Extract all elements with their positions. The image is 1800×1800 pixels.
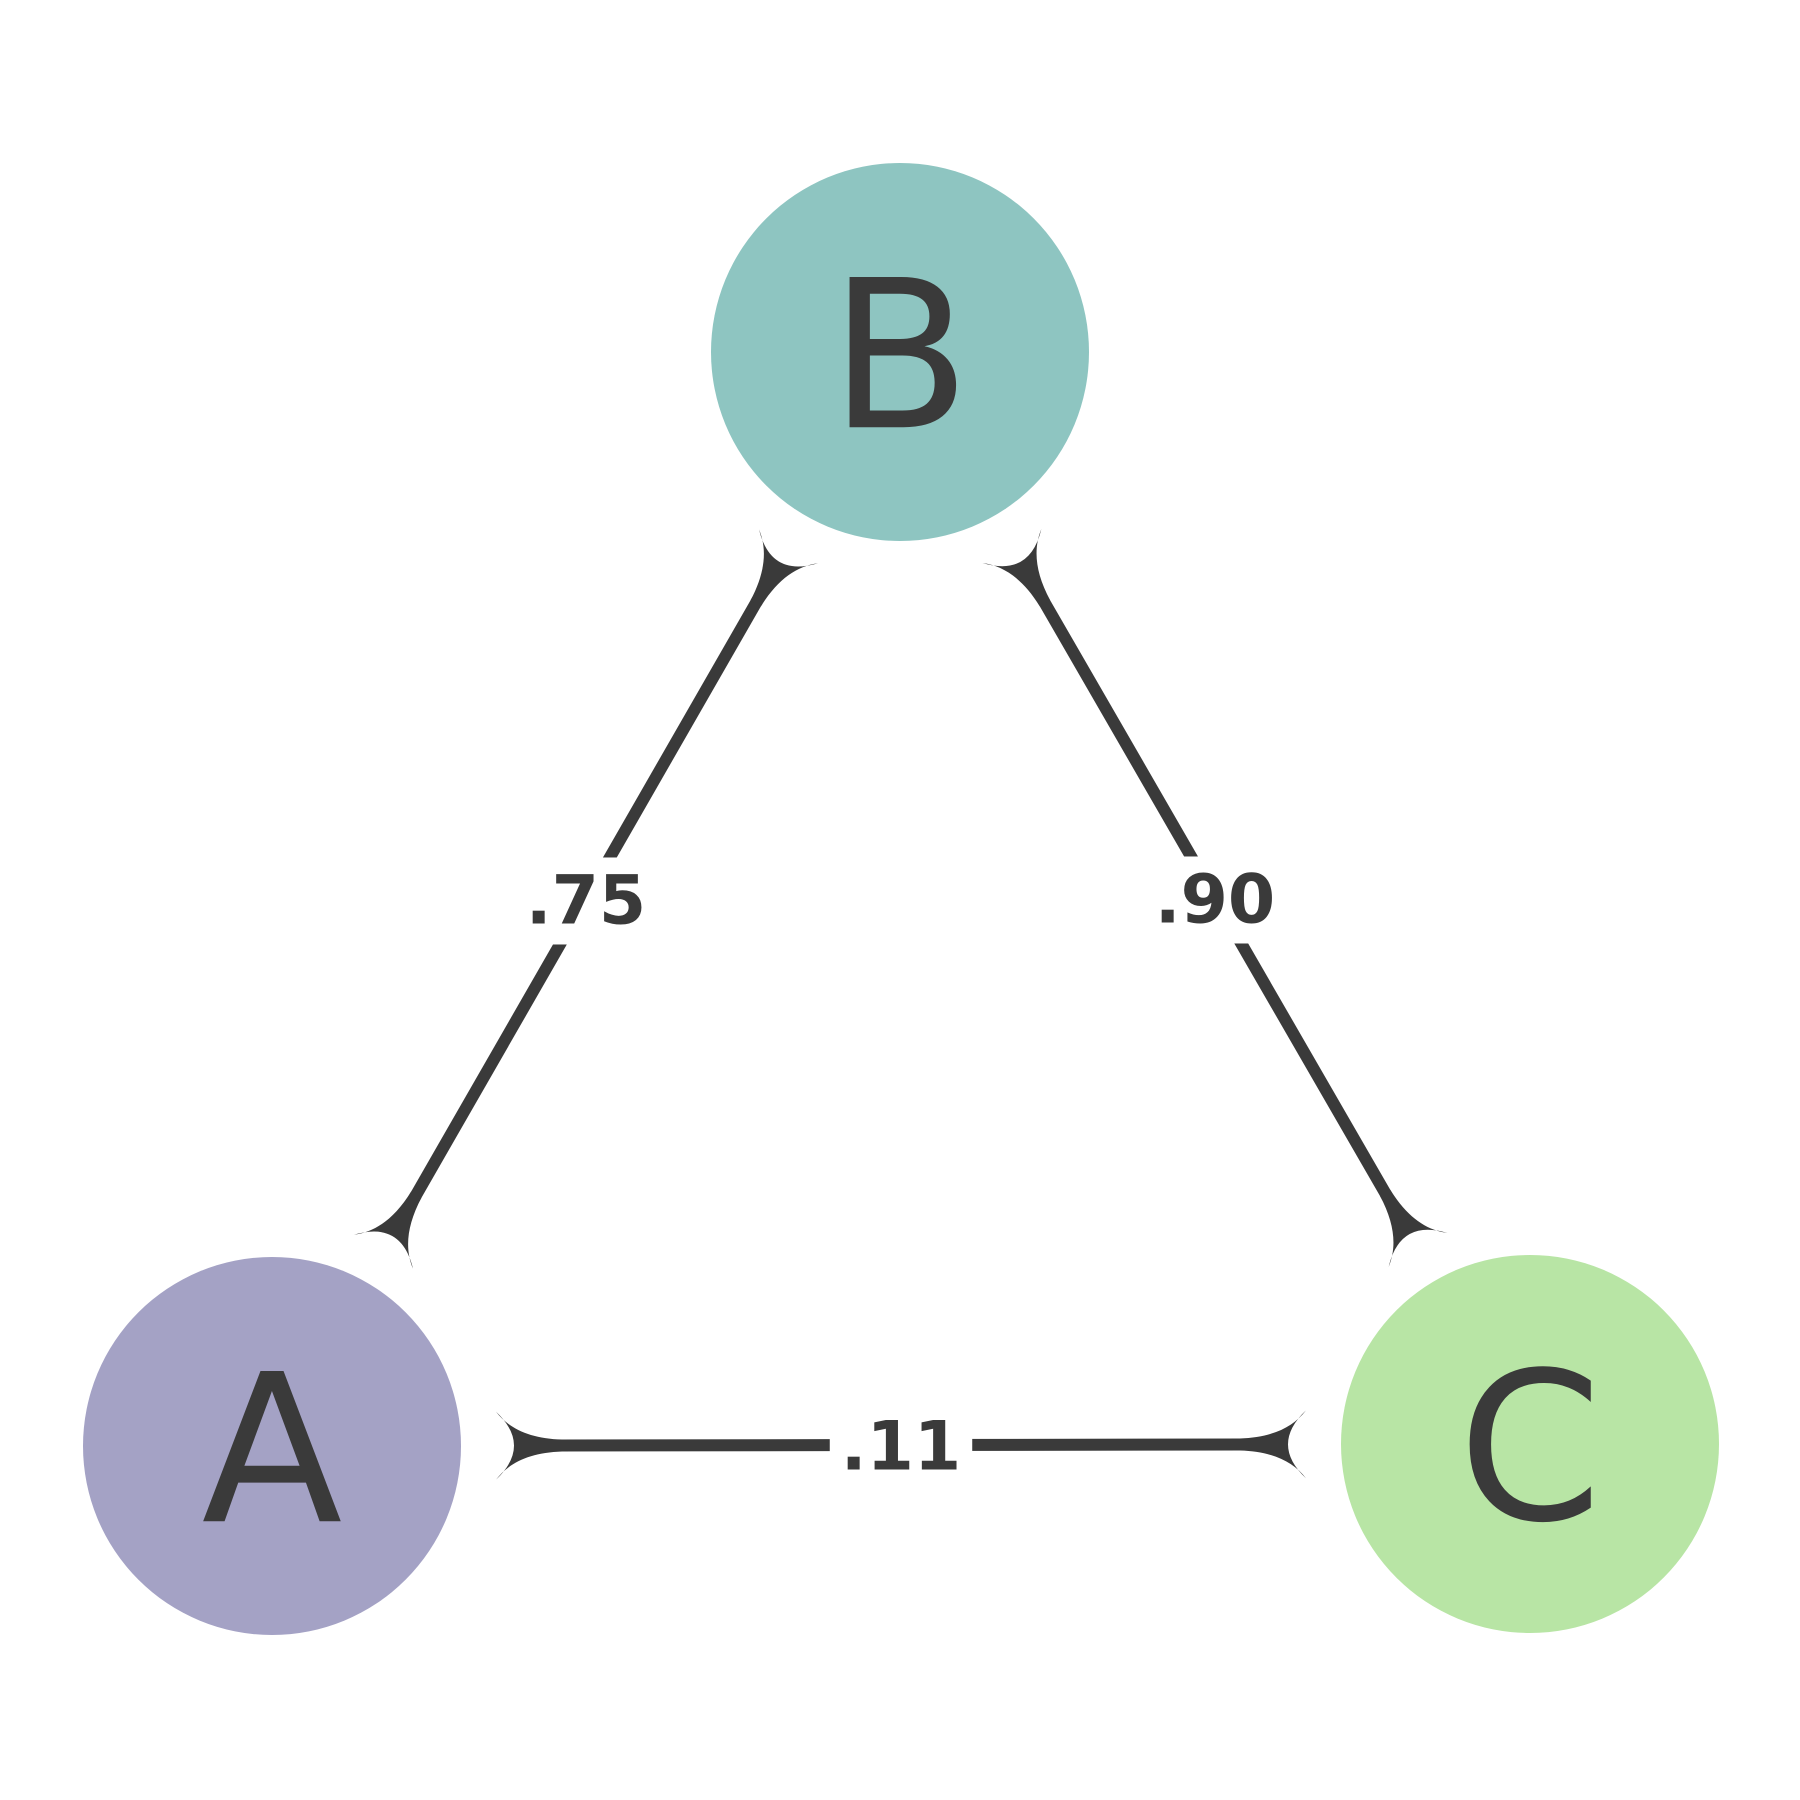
edge-weight-label: .90 <box>1155 860 1275 939</box>
arrowhead-to-B <box>750 529 818 607</box>
edge-label-mask <box>514 857 658 945</box>
arrowhead-to-A <box>495 1411 563 1480</box>
node-B: B <box>711 163 1089 541</box>
edge-weight-label: .11 <box>841 1407 961 1486</box>
node-A: A <box>83 1257 461 1635</box>
edge-label-mask <box>1143 856 1287 944</box>
node-circle-C <box>1341 1255 1719 1633</box>
node-label-B: B <box>829 236 970 476</box>
arrowhead-to-C <box>1239 1410 1307 1479</box>
edge-B-C: .90 <box>982 529 1448 1267</box>
arrowhead-to-B <box>982 529 1051 607</box>
node-circle-B <box>711 163 1089 541</box>
edge-label-mask <box>829 1403 973 1491</box>
arrowhead-to-A <box>354 1191 422 1269</box>
node-circle-A <box>83 1257 461 1635</box>
edge-weight-label: .75 <box>526 861 646 940</box>
edge-A-C: .11 <box>495 1403 1307 1491</box>
node-label-A: A <box>202 1330 343 1570</box>
node-label-C: C <box>1458 1328 1602 1568</box>
node-C: C <box>1341 1255 1719 1633</box>
edge-A-B: .75 <box>354 529 818 1269</box>
arrowhead-to-C <box>1379 1189 1448 1267</box>
